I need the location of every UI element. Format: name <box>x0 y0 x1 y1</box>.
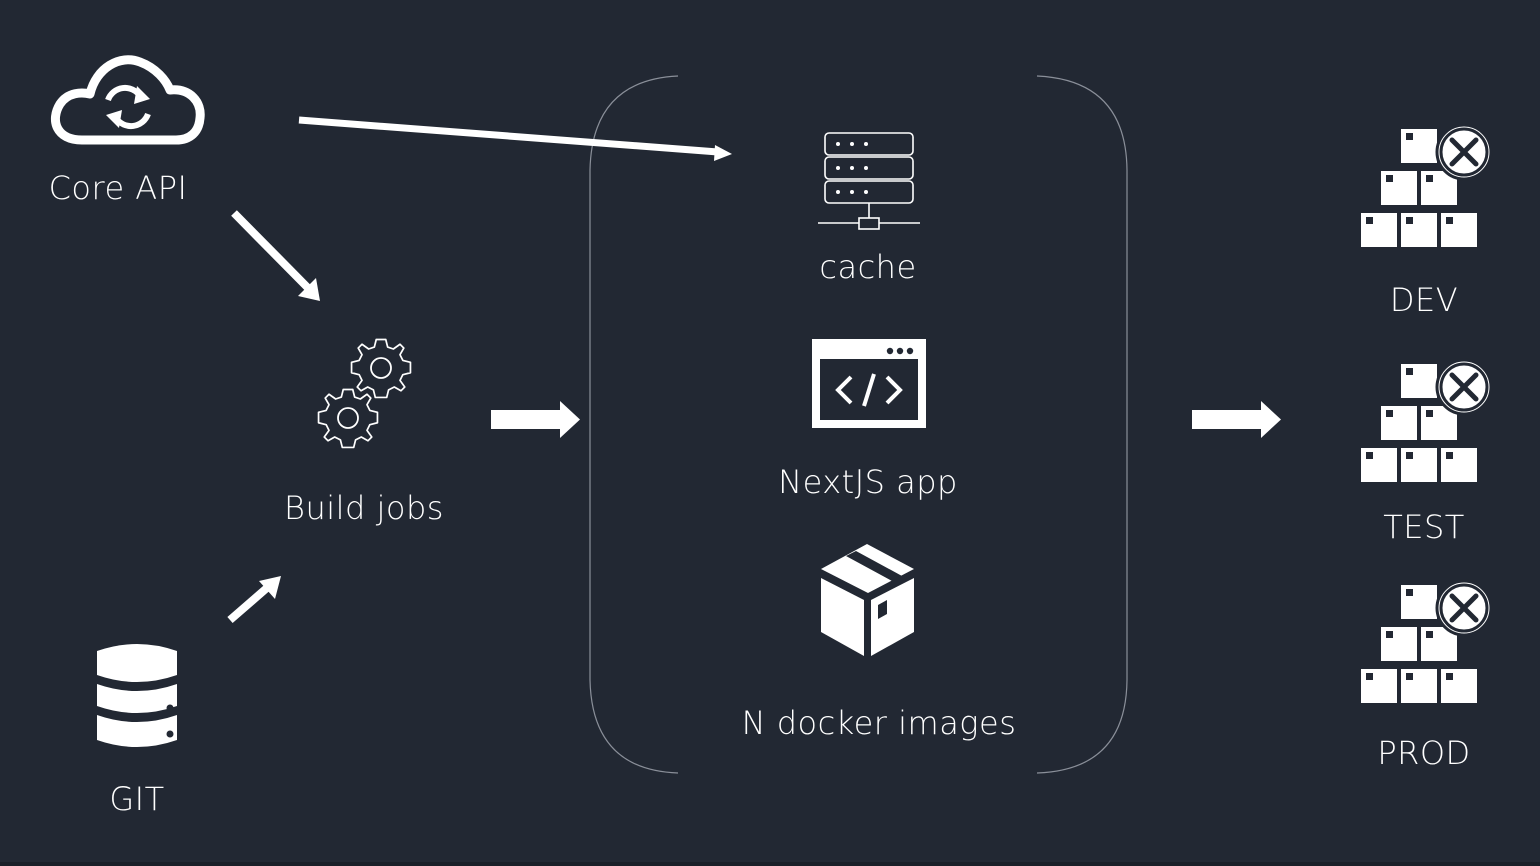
bottom-edge-bar <box>0 862 1540 866</box>
arrow-core-api-to-cache <box>298 116 732 161</box>
gears-icon <box>317 338 412 449</box>
boxes-stack-error-icon-test <box>1360 360 1491 483</box>
arrow-build-to-group <box>491 401 580 438</box>
arrow-group-to-envs <box>1192 401 1281 438</box>
boxes-stack-error-icon-dev <box>1360 125 1491 248</box>
arrow-git-to-build <box>227 576 281 624</box>
build-jobs-label: Build jobs <box>284 489 444 527</box>
nextjs-app-label: NextJS app <box>778 463 958 501</box>
group-bracket-right <box>1036 75 1128 774</box>
box-icon <box>821 544 914 656</box>
code-window-icon <box>812 339 926 428</box>
cache-label: cache <box>819 248 917 286</box>
boxes-stack-error-icon-prod <box>1360 581 1491 704</box>
core-api-label: Core API <box>48 169 188 207</box>
cloud-sync-icon <box>50 55 205 145</box>
git-label: GIT <box>109 780 165 818</box>
docker-images-label: N docker images <box>741 704 1017 742</box>
server-led-dots <box>836 142 868 194</box>
dev-label: DEV <box>1389 281 1459 319</box>
group-bracket-left <box>589 75 679 774</box>
server-icon <box>818 132 920 230</box>
database-icon <box>97 644 177 747</box>
test-label: TEST <box>1383 508 1465 546</box>
arrow-core-api-to-build <box>231 210 320 301</box>
prod-label: PROD <box>1377 734 1471 772</box>
